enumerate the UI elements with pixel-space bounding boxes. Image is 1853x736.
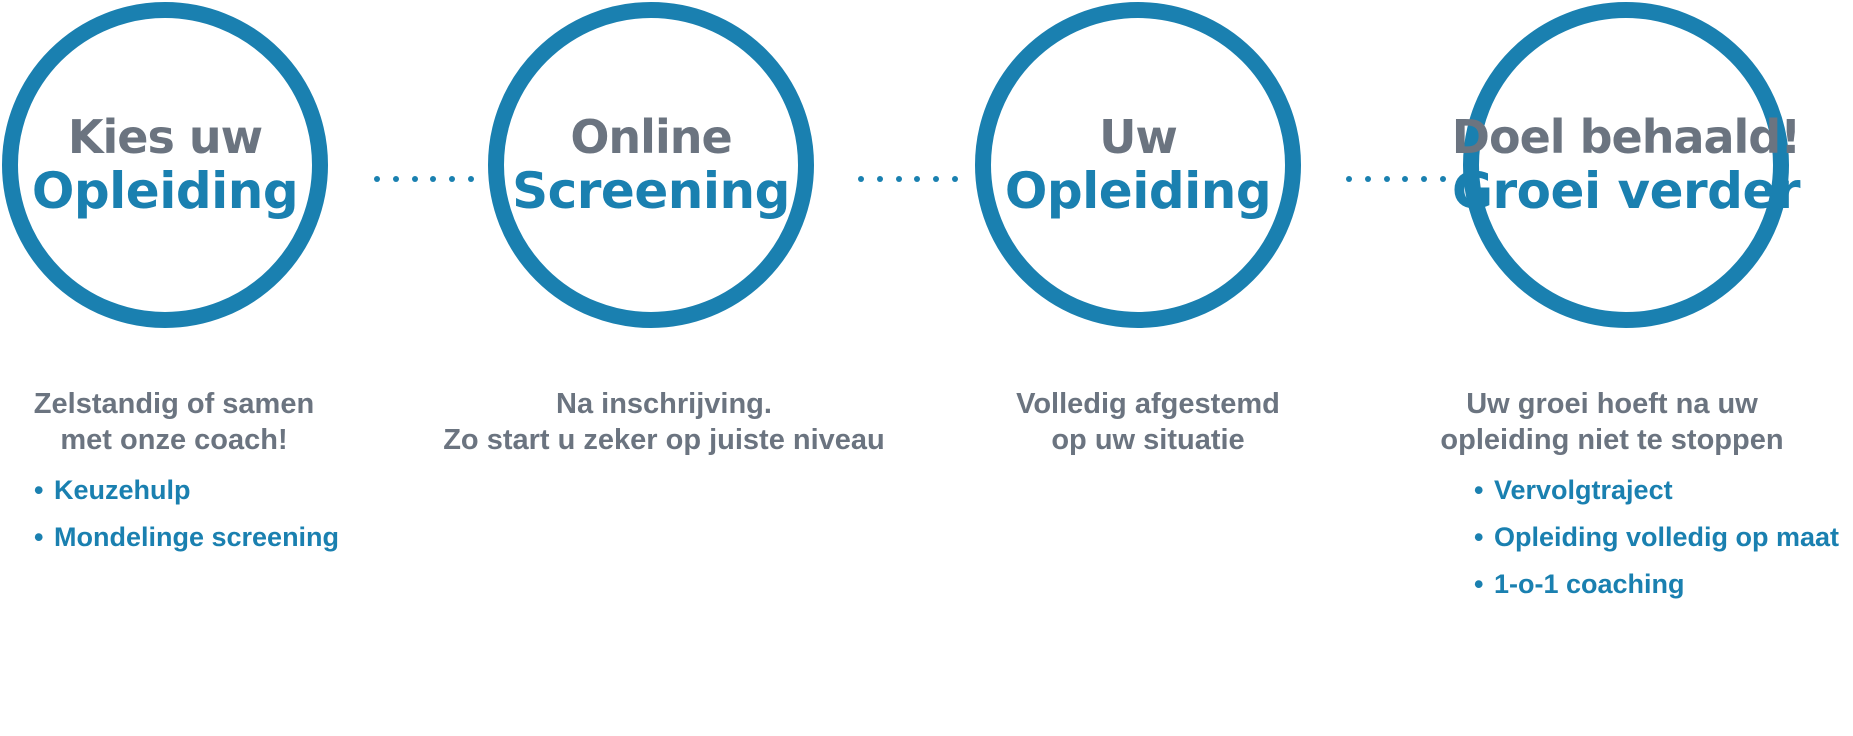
connector-dot <box>1364 176 1371 182</box>
bullet-icon: • <box>1474 475 1484 505</box>
connector-dots-1 <box>374 176 474 182</box>
bullet-item: • Keuzehulp <box>34 467 339 514</box>
step-4-bullet-list: • Vervolgtraject • Opleiding volledig op… <box>1474 467 1839 608</box>
step-3-description-line: Volledig afgestemd <box>1016 388 1280 420</box>
bullet-label: 1-o-1 coaching <box>1494 569 1685 599</box>
connector-dot <box>914 176 921 182</box>
step-3-title-top: Uw <box>1099 110 1178 164</box>
bullet-item: • Opleiding volledig op maat <box>1474 514 1839 561</box>
bullet-label: Mondelinge screening <box>54 522 340 552</box>
step-4-description-line: opleiding niet te stoppen <box>1440 424 1784 456</box>
connector-dot <box>1402 176 1409 182</box>
connector-dot <box>1346 176 1352 182</box>
step-4-title-bottom: Groei verder <box>1451 162 1801 220</box>
step-1-circle: Kies uw Opleiding <box>2 2 328 328</box>
connector-dot <box>1383 176 1390 182</box>
bullet-label: Vervolgtraject <box>1494 475 1673 505</box>
connector-dot <box>467 176 474 182</box>
connector-dot <box>858 176 864 182</box>
bullet-icon: • <box>34 522 44 552</box>
step-3-circle: Uw Opleiding <box>975 2 1301 328</box>
step-4-description-line: Uw groei hoeft na uw <box>1466 388 1758 420</box>
bullet-label: Keuzehulp <box>54 475 191 505</box>
connector-dots-3 <box>1346 176 1446 182</box>
connector-dot <box>1439 176 1446 182</box>
connector-dot <box>430 176 437 182</box>
connector-dot <box>392 176 399 182</box>
step-3-description-line: op uw situatie <box>1051 424 1245 456</box>
step-2-circle: Online Screening <box>488 2 814 328</box>
step-4-circle: Doel behaald! Groei verder <box>1452 2 1801 328</box>
step-4-title-top: Doel behaald! <box>1451 110 1801 164</box>
step-1-title-bottom: Opleiding <box>31 162 299 220</box>
bullet-icon: • <box>1474 569 1484 599</box>
connector-dot <box>876 176 883 182</box>
step-1-title-top: Kies uw <box>67 110 263 164</box>
connector-dot <box>933 176 940 182</box>
step-1-description: Zelstandig of samen met onze coach! <box>0 386 434 458</box>
connector-dot <box>411 176 418 182</box>
step-1-description-line: Zelstandig of samen <box>33 388 315 420</box>
bullet-item: • Mondelinge screening <box>34 514 339 561</box>
step-1-description-line: met onze coach! <box>60 424 288 456</box>
step-2-description-line: Zo start u zeker op juiste niveau <box>443 424 885 456</box>
bullet-icon: • <box>34 475 44 505</box>
step-2-title-top: Online <box>570 110 732 164</box>
step-1-bullet-list: • Keuzehulp • Mondelinge screening <box>34 467 339 561</box>
step-2-description-line: Na inschrijving. <box>556 388 772 420</box>
connector-dot <box>951 176 958 182</box>
connector-dots-2 <box>858 176 958 182</box>
step-4-description: Uw groei hoeft na uw opleiding niet te s… <box>1352 386 1853 458</box>
connector-dot <box>895 176 902 182</box>
bullet-item: • Vervolgtraject <box>1474 467 1839 514</box>
bullet-icon: • <box>1474 522 1484 552</box>
bullet-item: • 1-o-1 coaching <box>1474 561 1839 608</box>
connector-dot <box>1421 176 1428 182</box>
step-2-description: Na inschrijving. Zo start u zeker op jui… <box>404 386 924 458</box>
connector-dot <box>449 176 456 182</box>
step-2-title-bottom: Screening <box>512 162 790 220</box>
step-3-description: Volledig afgestemd op uw situatie <box>888 386 1408 458</box>
connector-dot <box>374 176 380 182</box>
bullet-label: Opleiding volledig op maat <box>1494 522 1840 552</box>
step-3-title-bottom: Opleiding <box>1004 162 1272 220</box>
